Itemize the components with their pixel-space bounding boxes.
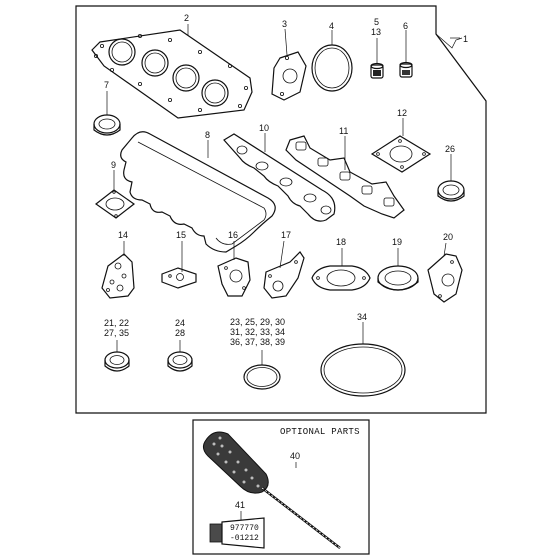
frame-notch-pointer (435, 33, 463, 49)
callout-1: 1 (463, 34, 468, 44)
callout-21-22: 21, 22 (104, 318, 129, 328)
oil-seal-21 (104, 351, 130, 372)
oil-seal-24 (167, 351, 193, 372)
callout-labels: 1 2 3 4 5 13 6 7 8 9 10 11 12 26 14 15 1… (104, 13, 468, 347)
callout-10: 10 (259, 123, 269, 133)
cleaning-brush (202, 431, 341, 549)
thermostat-gasket (217, 257, 251, 297)
small-cap-seal (399, 61, 413, 78)
main-frame (75, 5, 487, 414)
callout-36-group: 36, 37, 38, 39 (230, 337, 285, 347)
callout-5: 5 (374, 17, 379, 27)
callout-3: 3 (282, 19, 287, 29)
sealant-tube: 977770 -01212 (209, 517, 265, 549)
callout-13: 13 (371, 27, 381, 37)
callout-14: 14 (118, 230, 128, 240)
tube-code-line2: -01212 (230, 534, 259, 543)
flange-gasket-9 (94, 189, 136, 219)
callout-17: 17 (281, 230, 291, 240)
callout-7: 7 (104, 80, 109, 90)
callout-6: 6 (403, 21, 408, 31)
rocker-cover-gasket (120, 131, 276, 253)
callout-24: 24 (175, 318, 185, 328)
callout-34: 34 (357, 312, 367, 322)
o-ring-large (311, 44, 353, 92)
oil-seal-26 (437, 180, 465, 202)
callout-2: 2 (184, 13, 189, 23)
valve-stem-seal (370, 62, 384, 79)
square-flange-gasket (370, 135, 432, 173)
callout-23-group: 23, 25, 29, 30 (230, 317, 285, 327)
intake-manifold-gasket (223, 133, 336, 222)
callout-4: 4 (329, 21, 334, 31)
callout-18: 18 (336, 237, 346, 247)
tube-code-line1: 977770 (230, 524, 259, 533)
optional-parts-title: OPTIONAL PARTS (280, 427, 360, 437)
callout-8: 8 (205, 130, 210, 140)
callout-20: 20 (443, 232, 453, 242)
callout-9: 9 (111, 160, 116, 170)
oval-flange-gasket (311, 265, 371, 291)
callout-11: 11 (339, 126, 348, 136)
exhaust-manifold-gasket (285, 135, 405, 219)
o-ring-34 (320, 343, 406, 397)
o-ring-small (243, 364, 281, 390)
oil-seal-7 (93, 114, 121, 136)
callout-41: 41 (235, 500, 245, 510)
water-pump-gasket (101, 253, 135, 299)
outlet-gasket-20 (427, 253, 463, 303)
callout-19: 19 (392, 237, 402, 247)
optional-parts-box: OPTIONAL PARTS 977770 -01212 40 41 (192, 419, 370, 555)
bracket-gasket-17 (263, 251, 305, 299)
callout-15: 15 (176, 230, 186, 240)
callout-31-group: 31, 32, 33, 34 (230, 327, 285, 337)
callout-26: 26 (445, 144, 455, 154)
callout-27-35: 27, 35 (104, 328, 129, 338)
small-plate-gasket (271, 51, 307, 101)
callout-12: 12 (397, 108, 407, 118)
small-flange-gasket-15 (161, 267, 197, 289)
callout-28: 28 (175, 328, 185, 338)
callout-16: 16 (228, 230, 238, 240)
ring-gasket-19 (377, 265, 419, 291)
leader-lines (106, 24, 460, 365)
callout-40: 40 (290, 451, 300, 461)
cylinder-head-gasket (91, 29, 253, 119)
